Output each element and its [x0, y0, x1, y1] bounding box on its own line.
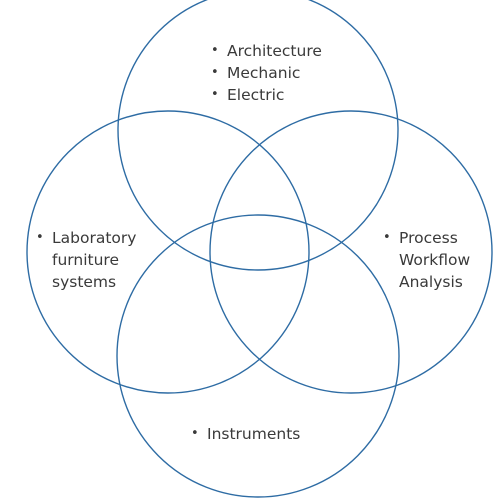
circle-top — [117, 0, 399, 271]
bottom-circle-label-list: Instruments — [191, 423, 300, 445]
left-item-laboratory-furniture: Laboratory furniture systems — [36, 227, 156, 293]
top-item-mechanic: Mechanic — [211, 62, 322, 84]
top-item-architecture: Architecture — [211, 40, 322, 62]
bottom-item-instruments: Instruments — [191, 423, 300, 445]
circle-bottom — [116, 214, 400, 498]
circle-right — [209, 110, 493, 394]
right-circle-label-list: Process Workflow Analysis — [383, 227, 483, 293]
right-item-process-workflow: Process Workflow Analysis — [383, 227, 483, 293]
top-item-electric: Electric — [211, 84, 322, 106]
left-circle-label-list: Laboratory furniture systems — [36, 227, 156, 293]
top-circle-label-list: Architecture Mechanic Electric — [211, 40, 322, 106]
circle-left — [26, 110, 310, 394]
